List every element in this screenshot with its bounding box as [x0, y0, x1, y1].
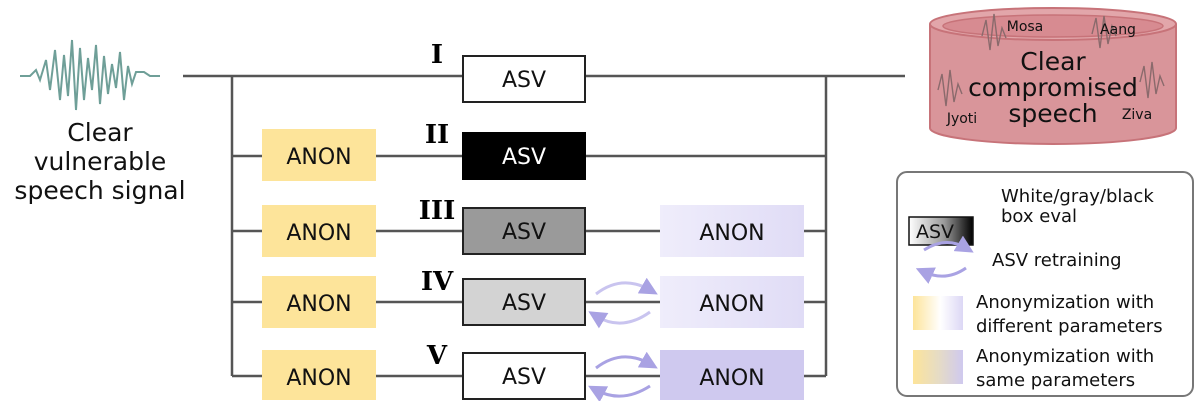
- input-anon-label-2: ANON: [286, 145, 351, 170]
- scenario-numeral-1: I: [431, 40, 443, 70]
- legend-box-eval-line-2: box eval: [1001, 206, 1077, 227]
- input-anon-label-4: ANON: [286, 292, 351, 317]
- legend-box-eval-line-1: White/gray/black: [1001, 186, 1154, 207]
- source-label-line-3: speech signal: [14, 176, 185, 205]
- input-anon-box-5: ANON: [262, 350, 376, 400]
- asv-label-4: ASV: [502, 291, 546, 316]
- target-label-line-3: speech: [1008, 99, 1097, 128]
- input-anon-box-2: ANON: [262, 129, 376, 181]
- source-label-line-2: vulnerable: [34, 147, 167, 176]
- scenario-numeral-3: III: [419, 196, 456, 226]
- speaker-name-2: Aang: [1100, 22, 1136, 38]
- legend-swatch-label: ASV: [916, 221, 954, 243]
- speaker-name-4: Ziva: [1122, 107, 1152, 123]
- input-anon-label-5: ANON: [286, 366, 351, 391]
- scenario-numeral-5: V: [426, 341, 448, 371]
- compromised-speech-database: Mosa Aang Jyoti Ziva Clear compromised s…: [929, 7, 1177, 145]
- retraining-arrows-icon: [915, 235, 974, 284]
- retraining-arrows-4: [588, 277, 658, 329]
- asv-box-2: ASV: [462, 132, 586, 180]
- speaker-name-3: Jyoti: [946, 111, 977, 127]
- waveform-icon: [1091, 15, 1117, 49]
- input-anon-box-3: ANON: [262, 205, 376, 257]
- target-label-line-2: compromised: [968, 73, 1138, 102]
- asv-box-5: ASV: [462, 352, 586, 400]
- source-label-line-1: Clear: [67, 118, 133, 147]
- output-anon-box-4: ANON: [660, 276, 804, 328]
- asv-box-4: ASV: [462, 278, 586, 326]
- asv-box-1: ASV: [462, 55, 586, 103]
- legend: ASV White/gray/black box eval ASV retrai…: [896, 171, 1194, 397]
- legend-diff-params: Anonymization with different parameters: [913, 292, 1163, 337]
- output-anon-box-3: ANON: [660, 205, 804, 257]
- scenario-numeral-4: IV: [421, 267, 454, 297]
- output-anon-box-5: ANON: [660, 350, 804, 400]
- asv-box-3: ASV: [462, 207, 586, 255]
- asv-label-3: ASV: [502, 220, 546, 245]
- output-anon-label-3: ANON: [699, 221, 764, 246]
- legend-retraining: ASV retraining: [915, 235, 1122, 284]
- source-signal: Clear vulnerable speech signal: [14, 39, 186, 205]
- input-anon-box-4: ANON: [262, 276, 376, 328]
- asv-label-2: ASV: [502, 145, 546, 170]
- retraining-arrows-5: [588, 351, 658, 401]
- output-anon-label-4: ANON: [699, 292, 764, 317]
- connection-lines: [183, 74, 905, 378]
- waveform-icon: [981, 13, 1007, 51]
- speaker-name-1: Mosa: [1007, 19, 1044, 35]
- legend-diff-params-line-2: different parameters: [976, 316, 1163, 337]
- legend-diff-params-line-1: Anonymization with: [976, 292, 1154, 313]
- output-anon-label-5: ANON: [699, 366, 764, 391]
- waveform-icon: [937, 69, 963, 107]
- asv-label-5: ASV: [502, 365, 546, 390]
- scenario-numeral-2: II: [425, 120, 449, 150]
- waveform-icon: [1139, 61, 1165, 99]
- legend-same-params: Anonymization with same parameters: [913, 346, 1154, 391]
- input-anon-label-3: ANON: [286, 221, 351, 246]
- asv-label-1: ASV: [502, 68, 546, 93]
- legend-same-params-line-2: same parameters: [976, 370, 1135, 391]
- legend-same-params-line-1: Anonymization with: [976, 346, 1154, 367]
- target-label-line-1: Clear: [1020, 47, 1086, 76]
- waveform-icon: [20, 39, 160, 111]
- legend-retraining-text: ASV retraining: [992, 250, 1122, 271]
- legend-box-eval: ASV White/gray/black box eval: [908, 186, 1154, 246]
